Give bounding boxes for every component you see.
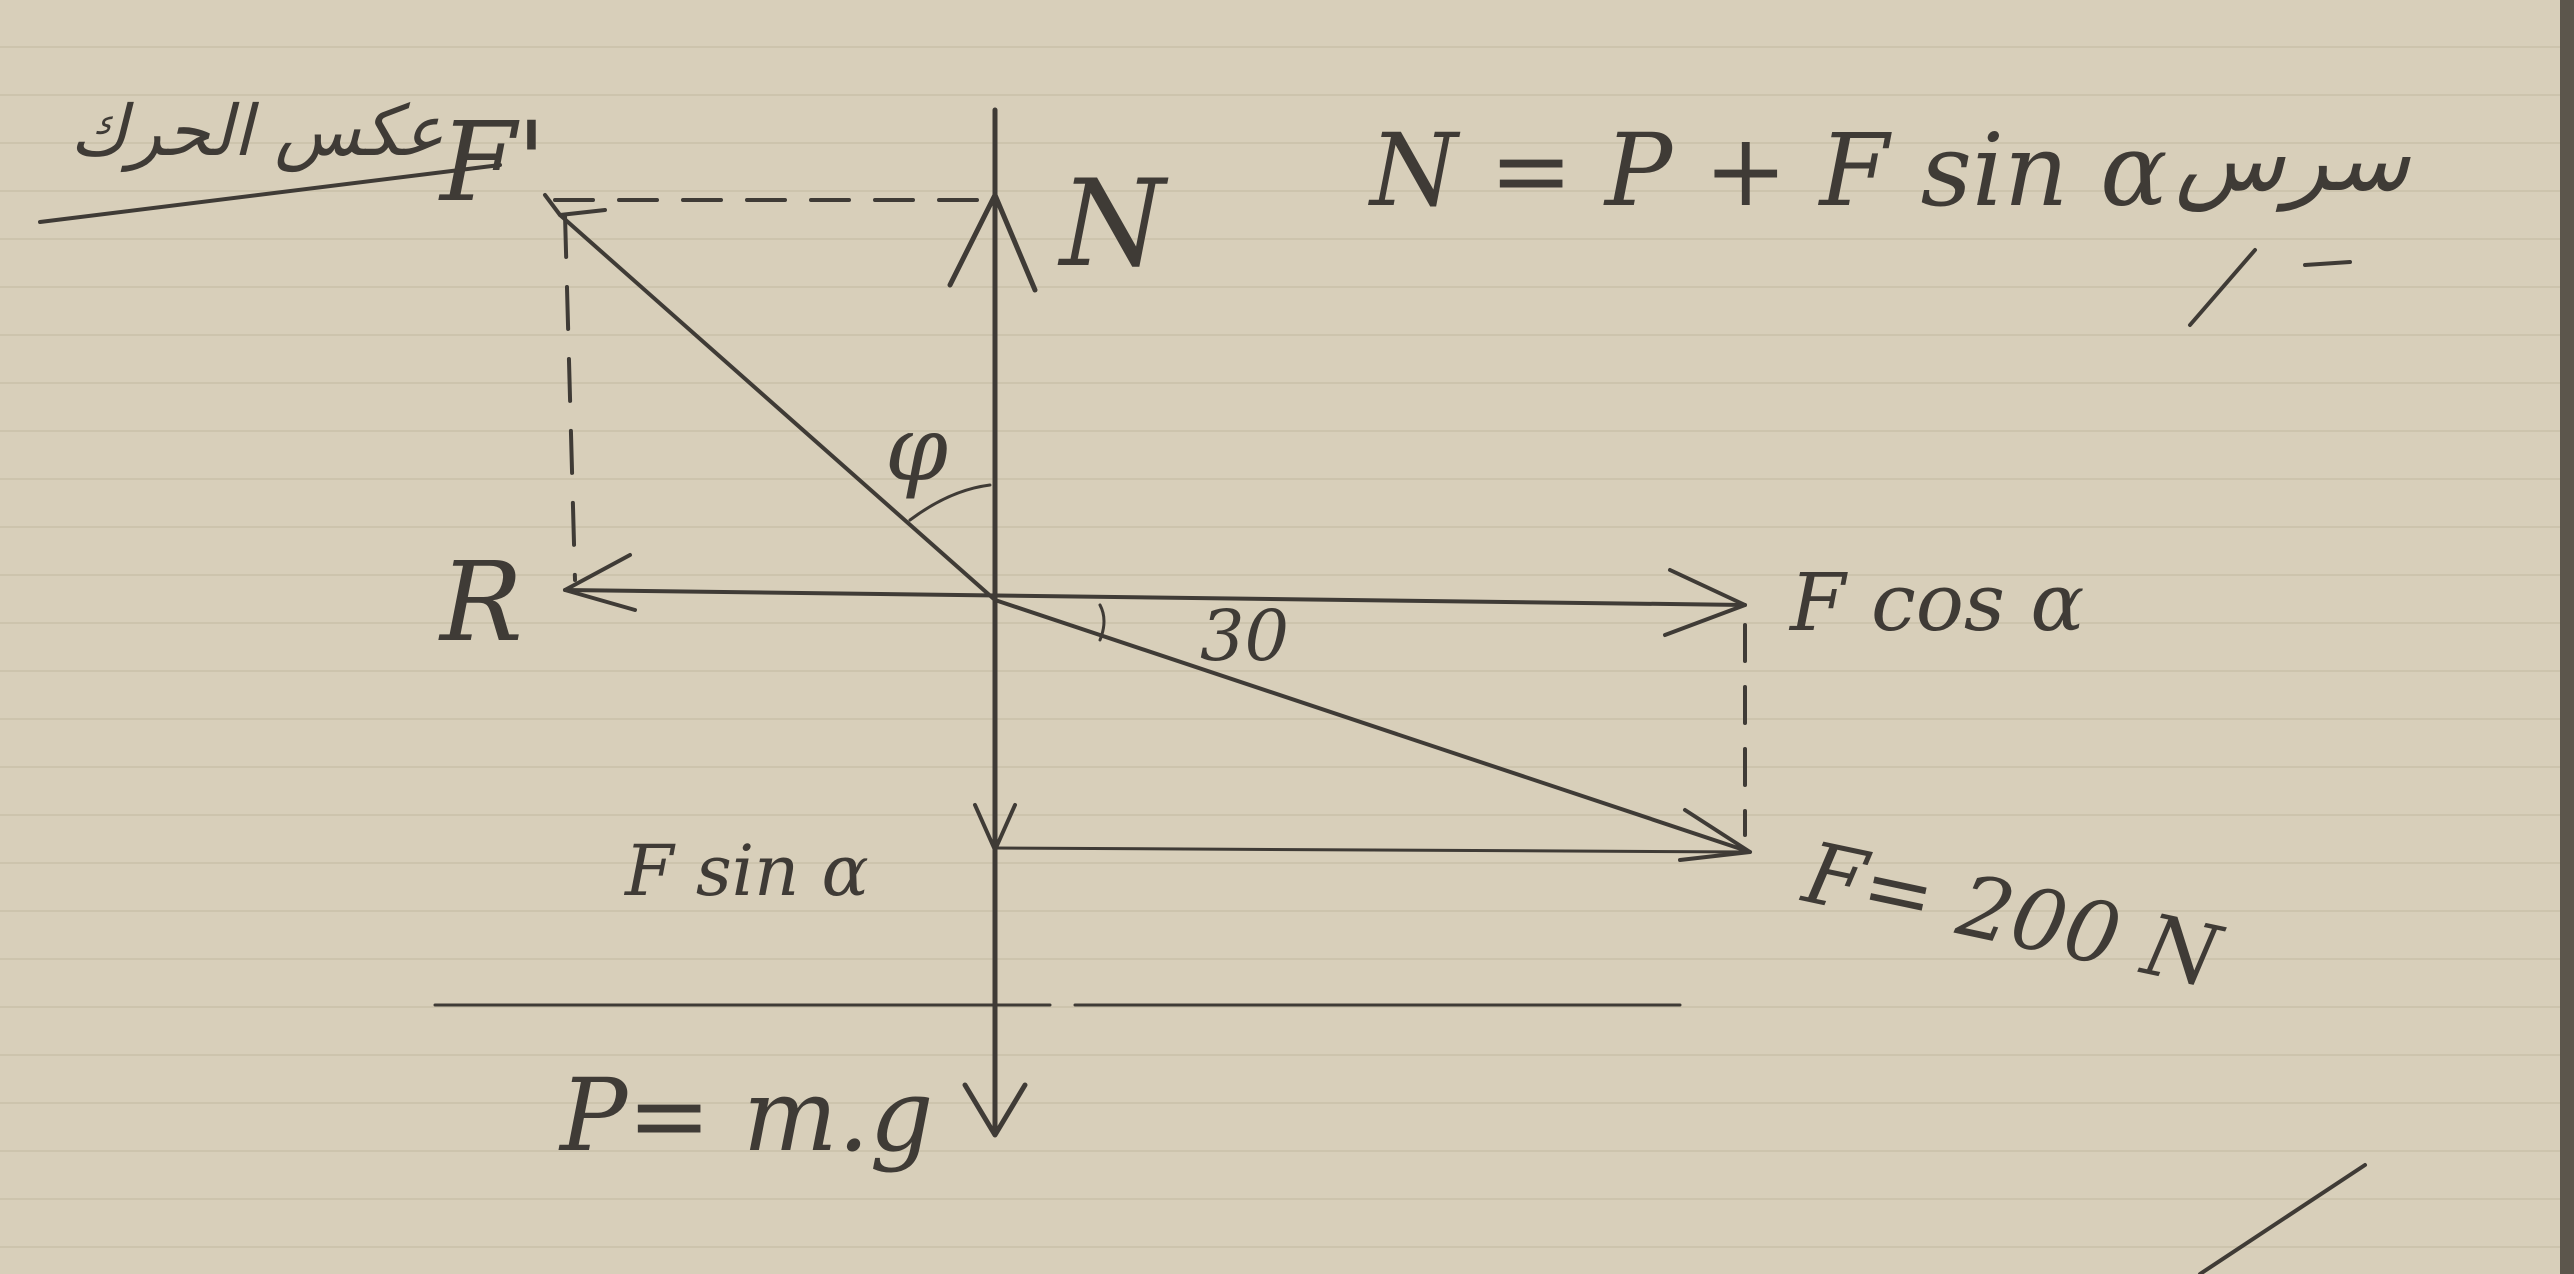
f-cos-label: F cos α (1788, 556, 2084, 649)
n-arrowhead (947, 192, 1038, 293)
margin-slash (2188, 248, 2257, 327)
paper-edge (2560, 0, 2574, 1274)
horizontal-axis (563, 588, 1747, 607)
corner-stroke (2198, 1163, 2367, 1274)
f-sin-line (993, 846, 1752, 854)
alpha-arc (1098, 603, 1106, 642)
r-arrowhead (563, 553, 637, 612)
r-label: R (438, 538, 523, 666)
f-sin-arrowhead (973, 803, 1017, 852)
margin-tick (2303, 260, 2352, 267)
f-prime-note: عكس الحرك (70, 90, 444, 173)
alpha-label: 30 (1200, 595, 1289, 677)
p-label: P= m.g (558, 1057, 934, 1174)
dash-left (563, 213, 577, 582)
f-vector (993, 598, 1752, 854)
n-label: N (1057, 155, 1169, 294)
marginal-note: سرس (2175, 107, 2412, 212)
f-prime-label: F' (438, 98, 547, 226)
f-sin-label: F sin α (623, 830, 869, 912)
phi-label: φ (885, 397, 948, 502)
phi-arc (908, 483, 992, 522)
formula-label: N = P + F sin α (1368, 112, 2168, 229)
f-prime-vector (558, 213, 997, 602)
f-cos-arrowhead (1663, 568, 1747, 637)
f-prime-arrowhead (543, 193, 607, 217)
underline-arabic (38, 163, 502, 224)
p-arrowhead (962, 1082, 1028, 1138)
